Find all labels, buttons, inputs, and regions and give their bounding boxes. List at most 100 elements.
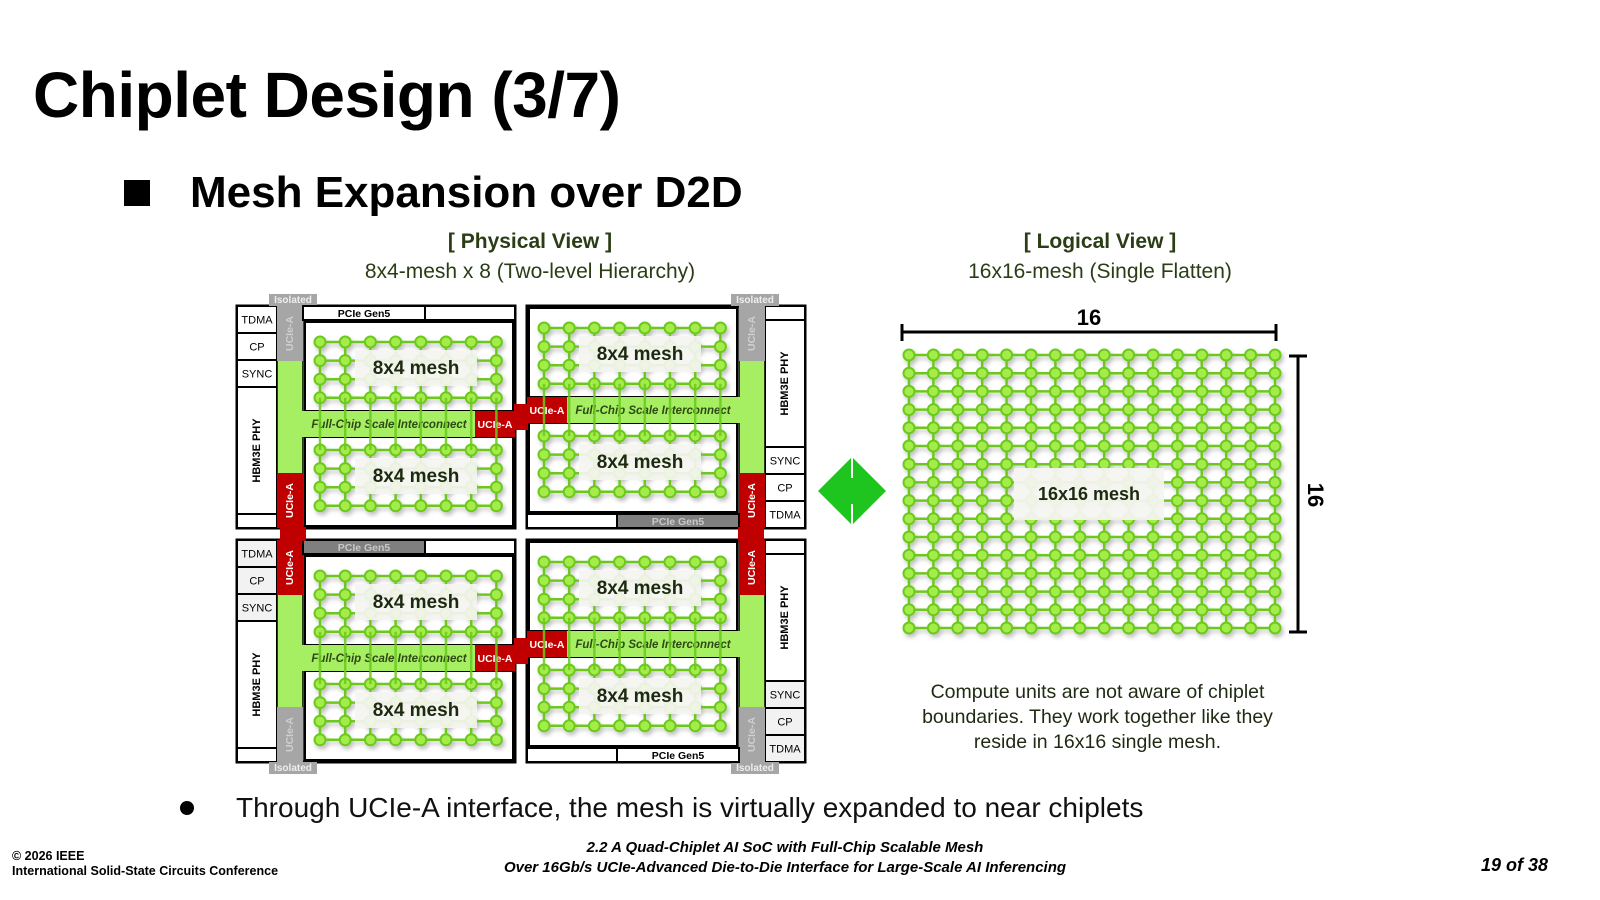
mesh-label: 8x4 mesh [373,358,460,379]
side-block-label: SYNC [770,455,801,467]
mesh-node [439,569,453,583]
mesh-node [1000,421,1014,435]
ucie-a-isolated-label: UCIe-A [284,717,296,752]
mesh-node [1146,403,1160,417]
mesh-node [489,606,503,620]
mesh-node [1244,366,1258,380]
mesh-node [713,448,727,462]
mesh-node [1048,439,1062,453]
mesh-node [562,574,576,588]
mesh-node [1195,475,1209,489]
mesh-node [313,714,327,728]
mesh-node [1073,348,1087,362]
side-block-label: TDMA [769,743,801,755]
mesh-node [1000,548,1014,562]
ucie-a-horizontal-block [527,631,567,657]
pcie-gen5-label: PCIe Gen5 [338,308,391,320]
isolated-tag [269,762,317,774]
mesh-node [1024,548,1038,562]
mesh-node [1000,530,1014,544]
mesh-node [338,733,352,747]
mesh-node [1097,439,1111,453]
mesh-node [926,585,940,599]
mesh-node [1024,384,1038,398]
physical-view-subtitle: 8x4-mesh x 8 (Two-level Hierarchy) [364,260,696,283]
isolated-label: Isolated [274,295,312,306]
mesh-node [638,555,652,569]
mesh-label-box [355,458,477,494]
mesh-node [926,348,940,362]
mesh-node [1170,621,1184,635]
mesh-node [975,585,989,599]
mesh-node [902,512,916,526]
mesh-node [902,603,916,617]
mesh-node [1024,348,1038,362]
interconnect-label: Full-Chip Scale Interconnect [575,405,731,417]
mesh-node [313,499,327,513]
mesh-node [1024,403,1038,417]
mesh-node [713,340,727,354]
mesh-node [439,733,453,747]
mesh-node [663,555,677,569]
mesh-node [1170,421,1184,435]
ucie-a-isolated-block [277,306,303,361]
mesh-node [1073,585,1087,599]
mesh-node [562,719,576,733]
mesh-node [1097,348,1111,362]
mesh-node [1122,348,1136,362]
mesh-node [1219,548,1233,562]
mesh-node [537,574,551,588]
mesh-node [1268,475,1282,489]
mesh-node [951,348,965,362]
mesh-node [975,403,989,417]
mesh-node [926,384,940,398]
mesh-node [926,530,940,544]
mesh-node [1122,530,1136,544]
mesh-node [1170,603,1184,617]
footer-conference: International Solid-State Circuits Confe… [12,864,279,878]
mesh-node [1024,603,1038,617]
mesh-node [414,569,428,583]
mesh-node [1097,603,1111,617]
mesh-node [1268,421,1282,435]
mesh-node [464,569,478,583]
isolated-tag [731,294,779,306]
mesh-node [1073,566,1087,580]
mesh-node [1244,512,1258,526]
mesh-node [562,592,576,606]
side-block-label: TDMA [241,314,273,326]
mesh-node [1219,421,1233,435]
mesh-node [1000,621,1014,635]
mesh-node [951,621,965,635]
mesh-node [713,700,727,714]
mesh-node [926,475,940,489]
slide-title: Chiplet Design (3/7) [33,59,621,131]
mesh-node [1195,566,1209,580]
width-dimension-label: 16 [1077,305,1101,330]
mesh-node [713,466,727,480]
mesh-label-box [579,336,701,372]
mesh-node [363,569,377,583]
side-block-label: CP [777,482,792,494]
mesh-node [902,421,916,435]
logical-view-caption: Compute units are not aware of chiplet b… [922,681,1273,753]
mesh-node [389,499,403,513]
mesh-node [587,719,601,733]
mesh-node [1195,439,1209,453]
mesh-node [1219,603,1233,617]
mesh-node [713,592,727,606]
mesh-node [1122,621,1136,635]
mesh-node [1219,384,1233,398]
mesh-node [975,566,989,580]
mesh-node [1073,621,1087,635]
mesh-node [537,719,551,733]
ucie-a-vertical-label: UCIe-A [746,483,758,518]
mesh-node [1073,403,1087,417]
hbm3e-phy-block [764,553,806,682]
mesh-node [1268,384,1282,398]
d2d-bridge-right [738,527,764,541]
mesh-node [489,372,503,386]
side-block-tdma [764,734,806,763]
mesh-node [562,682,576,696]
mesh-node [338,335,352,349]
